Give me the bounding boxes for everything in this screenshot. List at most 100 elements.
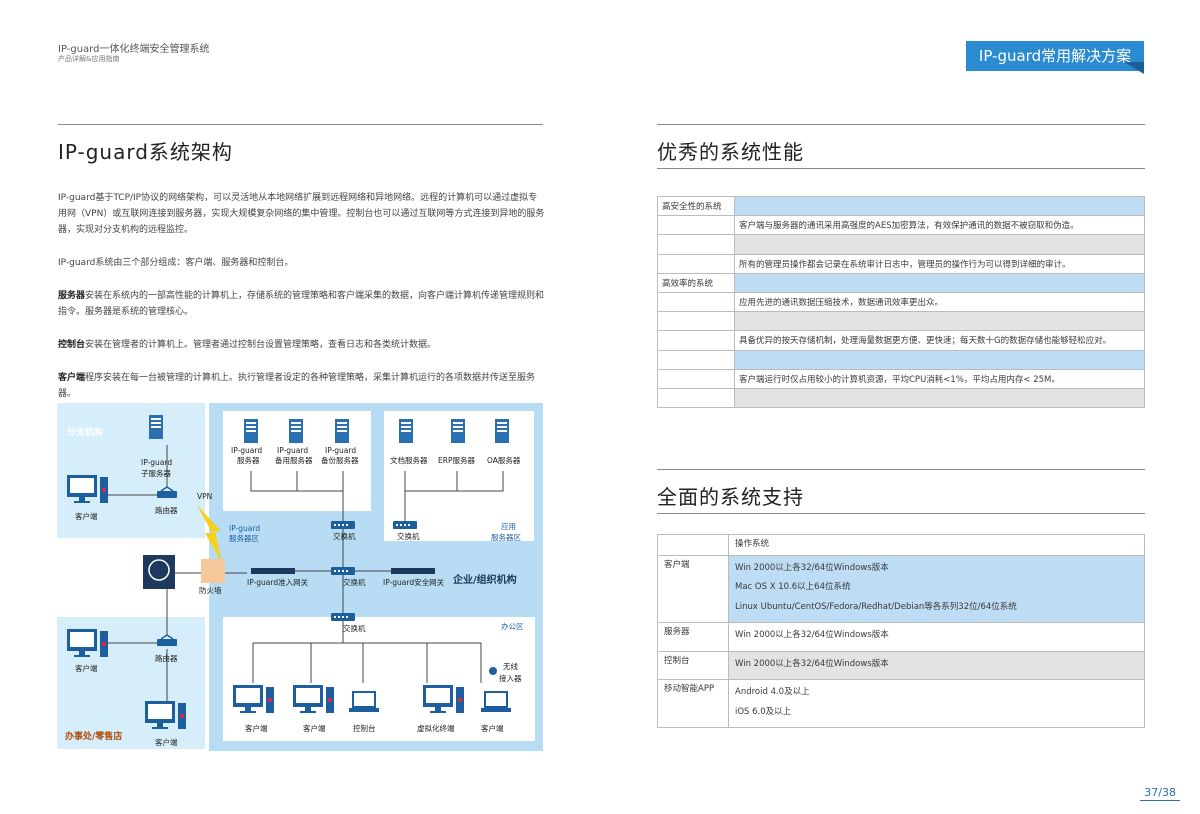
para-5: 客户端程序安装在每一台被管理的计算机上。执行管理者设定的各种管理策略，采集计算机… xyxy=(58,373,536,399)
performance-category xyxy=(657,291,735,313)
performance-detail xyxy=(734,387,1145,409)
performance-row xyxy=(657,387,1145,409)
section-banner: IP-guard常用解决方案 xyxy=(966,41,1144,71)
ipguard-zone-l1: IP-guard xyxy=(229,524,260,533)
switch-icon-1 xyxy=(331,521,355,529)
architecture-text: IP-guard基于TCP/IP协议的网络架构，可以灵活地从本地网络扩展到远程网… xyxy=(58,190,546,402)
architecture-title: IP-guard系统架构 xyxy=(58,140,233,164)
store-title: 办事处/零售店 xyxy=(65,730,122,742)
performance-row: 客户端与服务器的通讯采用高强度的AES加密算法，有效保护通讯的数据不被窃取和伪造… xyxy=(657,215,1145,236)
performance-category: 高效率的系统 xyxy=(657,272,735,293)
switch-icon-4 xyxy=(331,613,355,621)
banner-tail xyxy=(1124,62,1144,74)
performance-category: 高安全性的系统 xyxy=(657,195,735,217)
wireless-label-1: 无线 xyxy=(503,661,518,671)
support-header-blank xyxy=(657,534,729,556)
support-header-label: 操作系统 xyxy=(735,539,770,549)
branch-server-label-2: 子服务器 xyxy=(141,468,171,478)
access-gateway-icon xyxy=(251,568,295,574)
performance-row xyxy=(657,311,1145,332)
backup-server-icon xyxy=(289,419,303,443)
support-os-list: Win 2000以上各32/64位Windows版本 xyxy=(728,622,1145,652)
performance-category xyxy=(657,368,735,389)
office-client-label-2: 客户端 xyxy=(303,723,326,733)
performance-detail xyxy=(734,311,1145,332)
support-row: 服务器 Win 2000以上各32/64位Windows版本 xyxy=(657,622,1145,652)
office-laptop-icon xyxy=(481,691,511,712)
performance-detail: 客户端与服务器的通讯采用高强度的AES加密算法，有效保护通讯的数据不被窃取和伪造… xyxy=(734,215,1145,236)
divider xyxy=(657,168,1145,169)
branch-server-label-1: IP-guard xyxy=(141,458,172,467)
performance-detail xyxy=(734,272,1145,293)
console-label: 控制台 xyxy=(353,723,376,733)
divider xyxy=(657,124,1145,125)
doc-server-icon xyxy=(399,419,413,443)
ipguard-zone-l2: 服务器区 xyxy=(229,533,259,543)
performance-detail: 具备优异的按天存储机制，处理海量数据更方便、更快速；每天数十G的数据存储也能够轻… xyxy=(734,330,1145,351)
page-number-underline xyxy=(1140,800,1180,801)
performance-category xyxy=(657,387,735,409)
support-component-label: 移动智能APP xyxy=(664,684,715,694)
performance-detail: 所有的管理员操作都会记录在系统审计日志中，管理员的操作行为可以得到详细的审计。 xyxy=(734,253,1145,274)
support-os-item: iOS 6.0及以上 xyxy=(735,706,792,717)
branch-zone xyxy=(57,403,205,538)
performance-category xyxy=(657,349,735,370)
support-component: 客户端 xyxy=(657,554,729,623)
firewall-icon xyxy=(201,559,225,583)
performance-category xyxy=(657,311,735,332)
srv3-l2: 备份服务器 xyxy=(321,455,359,465)
srv1-l2: 服务器 xyxy=(237,455,260,465)
support-header-row: 操作系统 xyxy=(657,534,1145,556)
performance-detail xyxy=(734,195,1145,217)
performance-row: 具备优异的按天存储机制，处理海量数据更方便、更快速；每天数十G的数据存储也能够轻… xyxy=(657,330,1145,351)
office-client-label-3: 客户端 xyxy=(481,723,504,733)
support-component-label: 控制台 xyxy=(664,655,690,666)
oa-server-label: OA服务器 xyxy=(487,455,521,465)
support-os-item: Mac OS X 10.6以上64位系统 xyxy=(735,582,851,592)
app-zone-l1: 应用 xyxy=(501,521,516,531)
switch-label-3: 交换机 xyxy=(343,577,366,587)
para-1: IP-guard基于TCP/IP协议的网络架构，可以灵活地从本地网络扩展到远程网… xyxy=(58,193,545,235)
support-component-label: 客户端 xyxy=(664,559,690,570)
erp-server-label: ERP服务器 xyxy=(438,455,475,465)
backup2-server-icon xyxy=(335,419,349,443)
para-3: 服务器安装在系统内的一部高性能的计算机上，存储系统的管理策略和客户端采集的数据，… xyxy=(58,291,545,317)
branch-title: 分支机构 xyxy=(67,426,103,438)
support-component: 控制台 xyxy=(657,650,729,680)
office-zone xyxy=(223,617,535,741)
performance-detail xyxy=(734,349,1145,370)
network-diagram: 分支机构 IP-guard 子服务器 客户端 路由器 VPN 互联网 防火墙 I… xyxy=(57,403,543,751)
switch-label-2: 交换机 xyxy=(397,531,420,541)
branch-router-label: 路由器 xyxy=(155,505,178,515)
performance-row: 应用先进的通讯数据压缩技术，数据通讯效率更出众。 xyxy=(657,291,1145,313)
console-icon xyxy=(349,691,379,712)
support-os-item: Linux Ubuntu/CentOS/Fedora/Redhat/Debian… xyxy=(735,601,1017,612)
firewall-label: 防火墙 xyxy=(199,585,222,595)
ipguard-server-icon xyxy=(244,419,258,443)
security-gateway-label: IP-guard安全网关 xyxy=(383,577,445,587)
switch-label-1: 交换机 xyxy=(333,531,356,541)
internet-label: 互联网 xyxy=(143,589,166,598)
performance-row: 高效率的系统 xyxy=(657,272,1145,293)
support-os-item: Win 2000以上各32/64位Windows版本 xyxy=(735,658,889,669)
support-component: 服务器 xyxy=(657,622,729,652)
support-table: 操作系统客户端 Win 2000以上各32/64位Windows版本 Mac OS … xyxy=(657,534,1145,728)
support-row: 控制台 Win 2000以上各32/64位Windows版本 xyxy=(657,650,1145,680)
performance-row: 高安全性的系统 xyxy=(657,195,1145,217)
performance-title: 优秀的系统性能 xyxy=(657,140,804,164)
doc-title: IP-guard一体化终端安全管理系统 xyxy=(58,44,210,55)
divider xyxy=(657,469,1145,470)
performance-category xyxy=(657,330,735,351)
switch-icon-2 xyxy=(393,521,417,529)
security-gateway-icon xyxy=(391,568,435,574)
performance-detail xyxy=(734,234,1145,255)
wireless-icon xyxy=(489,667,497,675)
support-component-label: 服务器 xyxy=(664,627,690,637)
support-os-item: Win 2000以上各32/64位Windows版本 xyxy=(735,562,889,573)
performance-row: 所有的管理员操作都会记录在系统审计日志中，管理员的操作行为可以得到详细的审计。 xyxy=(657,253,1145,274)
para-4: 控制台安装在管理者的计算机上。管理者通过控制台设置管理策略，查看日志和各类统计数… xyxy=(58,340,437,350)
office-label: 办公区 xyxy=(501,621,524,631)
enterprise-label: 企业/组织机构 xyxy=(452,573,517,586)
para-2: IP-guard系统由三个部分组成：客户端、服务器和控制台。 xyxy=(58,258,294,268)
